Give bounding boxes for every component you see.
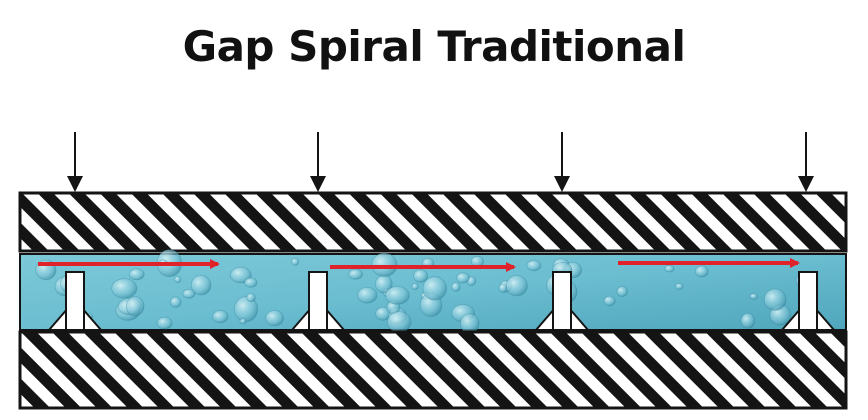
water-droplet (230, 266, 252, 284)
water-droplet (498, 283, 508, 293)
pressure-arrows-group (67, 132, 814, 192)
water-droplet (156, 316, 173, 330)
pressure-arrow-head (798, 176, 814, 192)
water-droplet (411, 282, 419, 290)
water-droplet (212, 310, 229, 324)
water-droplet (526, 259, 542, 272)
water-droplet (603, 295, 616, 307)
water-droplet (505, 275, 528, 297)
water-droplet (694, 265, 709, 278)
water-droplet (616, 286, 628, 297)
diagram-title: Gap Spiral Traditional (182, 22, 686, 71)
spacer (289, 271, 347, 331)
water-droplet (125, 296, 145, 317)
water-droplet (459, 313, 480, 334)
pressure-arrow (67, 132, 83, 192)
water-droplet (265, 309, 285, 327)
water-droplet (456, 272, 470, 284)
water-droplet (291, 257, 300, 266)
water-droplet (740, 312, 756, 329)
water-droplet (173, 275, 182, 283)
water-droplet (128, 268, 145, 281)
water-droplet (371, 252, 398, 277)
pressure-arrow (554, 132, 570, 192)
spacer (533, 271, 591, 331)
water-droplet (246, 292, 256, 303)
water-droplet (763, 288, 787, 311)
water-droplet (664, 265, 675, 273)
pressure-arrow (310, 132, 326, 192)
top-membrane-layer (18, 191, 848, 253)
pressure-arrow (798, 132, 814, 192)
water-droplet (384, 286, 410, 305)
spacer-post (798, 271, 818, 331)
water-droplet (182, 288, 196, 299)
pressure-arrow-head (67, 176, 83, 192)
water-droplet (169, 296, 182, 308)
spacer-post (552, 271, 572, 331)
water-droplets (35, 249, 816, 334)
water-droplet (451, 282, 461, 292)
water-droplet (357, 286, 378, 304)
water-droplet (244, 277, 258, 288)
water-droplet (239, 318, 247, 325)
water-droplet (749, 293, 759, 300)
water-droplet (386, 311, 412, 333)
pressure-arrow-head (554, 176, 570, 192)
spacer (779, 271, 837, 331)
water-droplet (422, 276, 448, 301)
spacer (46, 271, 104, 331)
water-droplet (111, 278, 138, 299)
spacers-group (46, 271, 837, 331)
water-droplet (674, 282, 684, 290)
pressure-arrow-head (310, 176, 326, 192)
bottom-membrane-layer (18, 330, 848, 410)
water-droplet (190, 275, 212, 296)
water-droplet (413, 269, 429, 283)
water-droplet (348, 268, 363, 280)
spacer-post (308, 271, 328, 331)
spacer-post (65, 271, 85, 331)
flow-arrows-group (38, 258, 800, 272)
